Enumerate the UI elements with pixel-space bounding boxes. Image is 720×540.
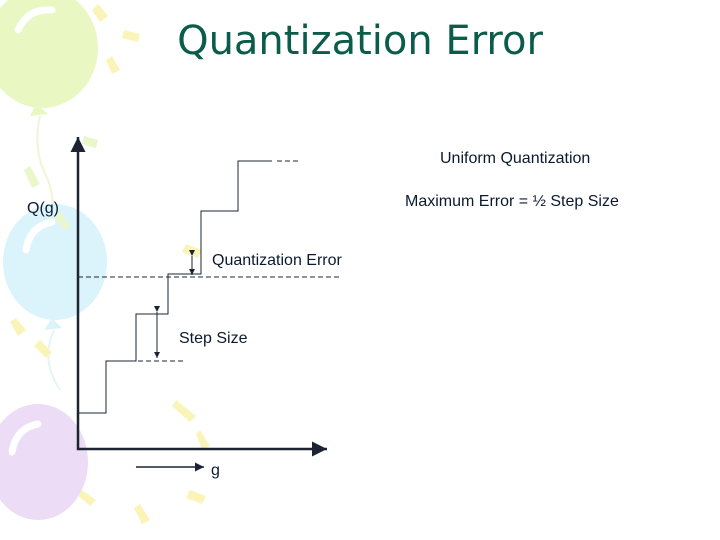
balloon-green-icon — [0, 0, 98, 261]
quantization-error-label: Quantization Error — [212, 252, 342, 269]
step-size-label: Step Size — [179, 330, 248, 347]
confetti-green-icon — [24, 136, 98, 230]
quantization-staircase — [78, 160, 272, 414]
x-axis-label: g — [211, 462, 220, 479]
uniform-quantization-label: Uniform Quantization — [440, 150, 591, 167]
balloon-purple-icon — [0, 404, 88, 520]
max-error-label: Maximum Error = ½ Step Size — [405, 193, 619, 210]
y-axis-label: Q(g) — [27, 200, 59, 217]
confetti-icon — [10, 4, 210, 524]
page-title: Quantization Error — [177, 18, 543, 64]
balloon-blue-icon — [3, 204, 107, 391]
